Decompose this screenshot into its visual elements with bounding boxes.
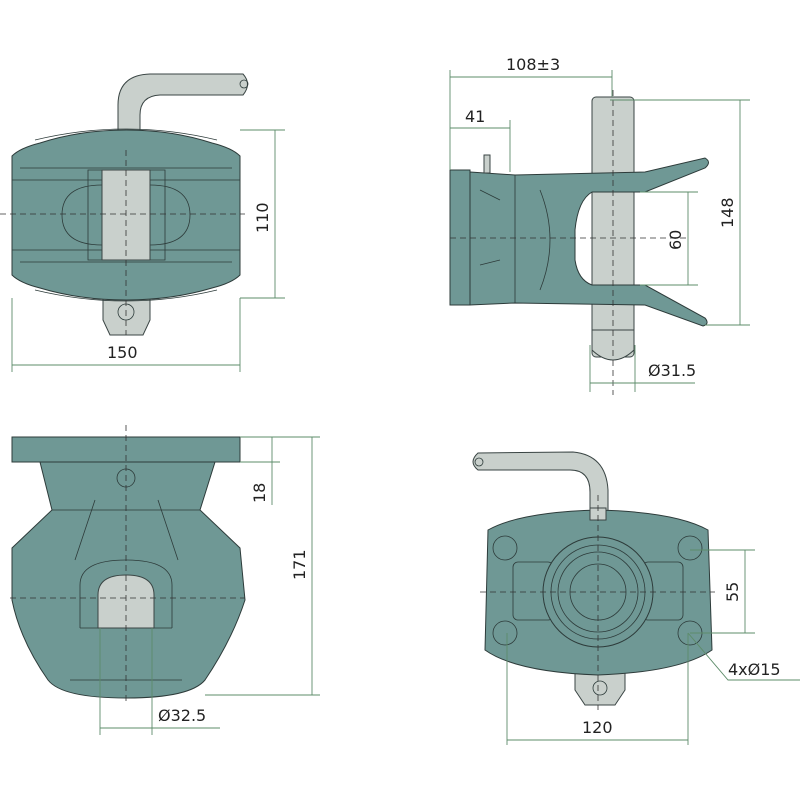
dim-d32-5: Ø32.5 <box>158 706 206 725</box>
dim-60: 60 <box>666 230 685 250</box>
dim-55: 55 <box>723 582 742 602</box>
bottom-handle <box>472 451 609 514</box>
dim-148: 148 <box>718 197 737 228</box>
dim-18: 18 <box>250 483 269 503</box>
handle <box>117 73 248 136</box>
bottom-view: 55 4xØ15 120 <box>472 451 800 745</box>
front-view: 18 171 Ø32.5 <box>10 425 320 735</box>
dim-108: 108±3 <box>506 55 560 74</box>
side-view: 108±3 41 60 148 Ø31.5 <box>449 55 750 395</box>
dim-171: 171 <box>290 549 309 580</box>
dim-120: 120 <box>582 718 613 737</box>
top-view: 110 150 <box>0 73 285 372</box>
dim-d31-5: Ø31.5 <box>648 361 696 380</box>
lower-pin <box>102 295 151 336</box>
dim-4x-d15: 4xØ15 <box>728 660 781 679</box>
dim-110: 110 <box>253 202 272 233</box>
dim-150: 150 <box>107 343 138 362</box>
dim-41: 41 <box>465 107 485 126</box>
mount-plate <box>449 169 471 306</box>
fork-body <box>469 157 709 327</box>
